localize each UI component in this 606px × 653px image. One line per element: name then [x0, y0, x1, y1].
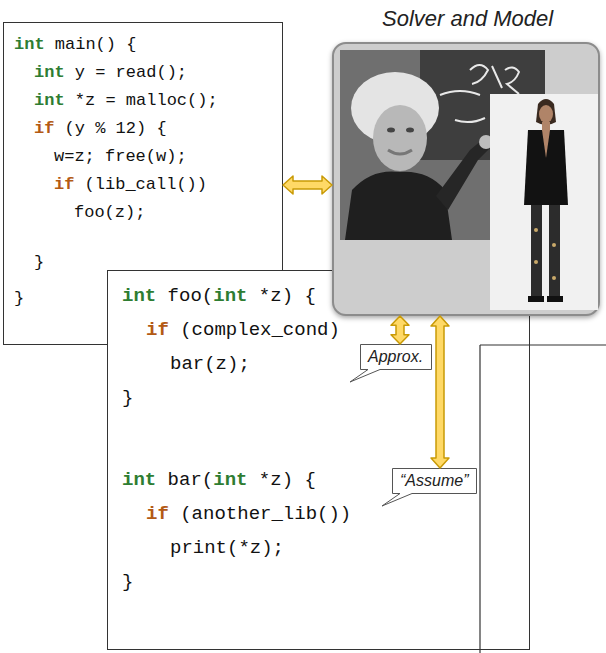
drawing-part — [340, 50, 545, 240]
code-keyword: int — [34, 63, 65, 82]
code-line: int *z = malloc(); — [34, 91, 218, 111]
code-line: int main() { — [14, 35, 136, 55]
code-line-slot: } — [122, 387, 133, 409]
callout-shape — [382, 469, 477, 507]
drawing-part — [373, 105, 427, 171]
drawing-part — [542, 122, 550, 130]
drawing-part — [547, 296, 563, 302]
code-line-slot: foo(z); — [74, 203, 145, 223]
solver-panel: Solver and Model — [332, 42, 600, 316]
code-line: print(*z); — [170, 537, 284, 559]
code-line: if (complex_cond) — [146, 319, 340, 341]
code-line: int foo(int *z) { — [122, 285, 316, 307]
scientist-photo — [340, 50, 545, 240]
code-line-slot: } — [14, 289, 24, 309]
code-line: w=z; free(w); — [54, 147, 187, 167]
code-keyword: int — [122, 285, 156, 307]
code-line-slot: if (complex_cond) — [146, 319, 340, 341]
code-keyword: int — [213, 469, 247, 491]
drawing-part — [388, 150, 412, 154]
double-arrow — [391, 316, 409, 344]
code-line-slot: int main() { — [14, 35, 136, 55]
double-arrow — [283, 176, 332, 194]
drawing-part — [406, 128, 414, 133]
divider-line — [480, 344, 606, 345]
code-line-slot: bar(z); — [170, 353, 250, 375]
code-line-slot: if (lib_call()) — [54, 175, 207, 195]
code-keyword: if — [54, 175, 74, 194]
drawing-part — [549, 205, 560, 297]
drawing-part — [531, 205, 542, 297]
code-line: if (another_lib()) — [146, 503, 351, 525]
drawing-part — [345, 171, 452, 240]
code-line-slot: int y = read(); — [34, 63, 187, 83]
drawing-part — [524, 130, 568, 205]
code-line: if (lib_call()) — [54, 175, 207, 195]
callout-text: “Assume” — [392, 468, 477, 494]
code-line: int y = read(); — [34, 63, 187, 83]
code-keyword: if — [34, 119, 54, 138]
code-line-slot: int *z = malloc(); — [34, 91, 218, 111]
code-box: int foo(int *z) { if (complex_cond) bar(z)… — [107, 270, 530, 650]
code-line-slot: int foo(int *z) { — [122, 285, 316, 307]
drawing-part — [420, 50, 545, 160]
drawing-part — [440, 65, 519, 122]
code-line: } — [122, 387, 133, 409]
code-keyword: if — [146, 503, 169, 525]
drawing-part — [490, 94, 598, 310]
code-keyword: int — [213, 285, 247, 307]
code-keyword: int — [14, 35, 45, 54]
drawing-part — [534, 228, 538, 232]
drawing-part — [552, 276, 556, 280]
code-line-slot: if (another_lib()) — [146, 503, 351, 525]
code-line-slot: } — [122, 571, 133, 593]
code-line-slot: if (y % 12) { — [34, 119, 167, 139]
code-keyword: int — [34, 91, 65, 110]
code-keyword: int — [122, 469, 156, 491]
callout-bubble: Approx. — [360, 344, 432, 370]
drawing-part — [542, 130, 550, 158]
drawing-part — [528, 296, 544, 302]
code-line: if (y % 12) { — [34, 119, 167, 139]
model-photo — [490, 94, 598, 310]
code-line: foo(z); — [74, 203, 145, 223]
callout-shape — [350, 345, 432, 383]
drawing-part — [436, 140, 490, 210]
divider-line — [479, 345, 480, 653]
code-line-slot: w=z; free(w); — [54, 147, 187, 167]
code-line: } — [14, 289, 24, 309]
code-line: } — [122, 571, 133, 593]
code-line-slot: print(*z); — [170, 537, 284, 559]
double-arrow — [431, 316, 449, 468]
drawing-part — [351, 72, 439, 144]
panel-title: Solver and Model — [382, 6, 553, 32]
code-line: int bar(int *z) { — [122, 469, 316, 491]
panel-title-slot: Solver and Model — [382, 6, 553, 32]
drawing-part — [539, 105, 553, 123]
drawing-part — [387, 128, 395, 133]
code-line-slot: int bar(int *z) { — [122, 469, 316, 491]
drawing-part — [536, 99, 556, 125]
callout-bubble: “Assume” — [392, 468, 477, 494]
callout-text: Approx. — [360, 344, 432, 370]
code-keyword: if — [146, 319, 169, 341]
code-line-slot: } — [34, 253, 44, 273]
drawing-part — [534, 260, 538, 264]
code-line: bar(z); — [170, 353, 250, 375]
code-line: } — [34, 253, 44, 273]
drawing-part — [479, 135, 493, 149]
drawing-part — [552, 243, 556, 247]
